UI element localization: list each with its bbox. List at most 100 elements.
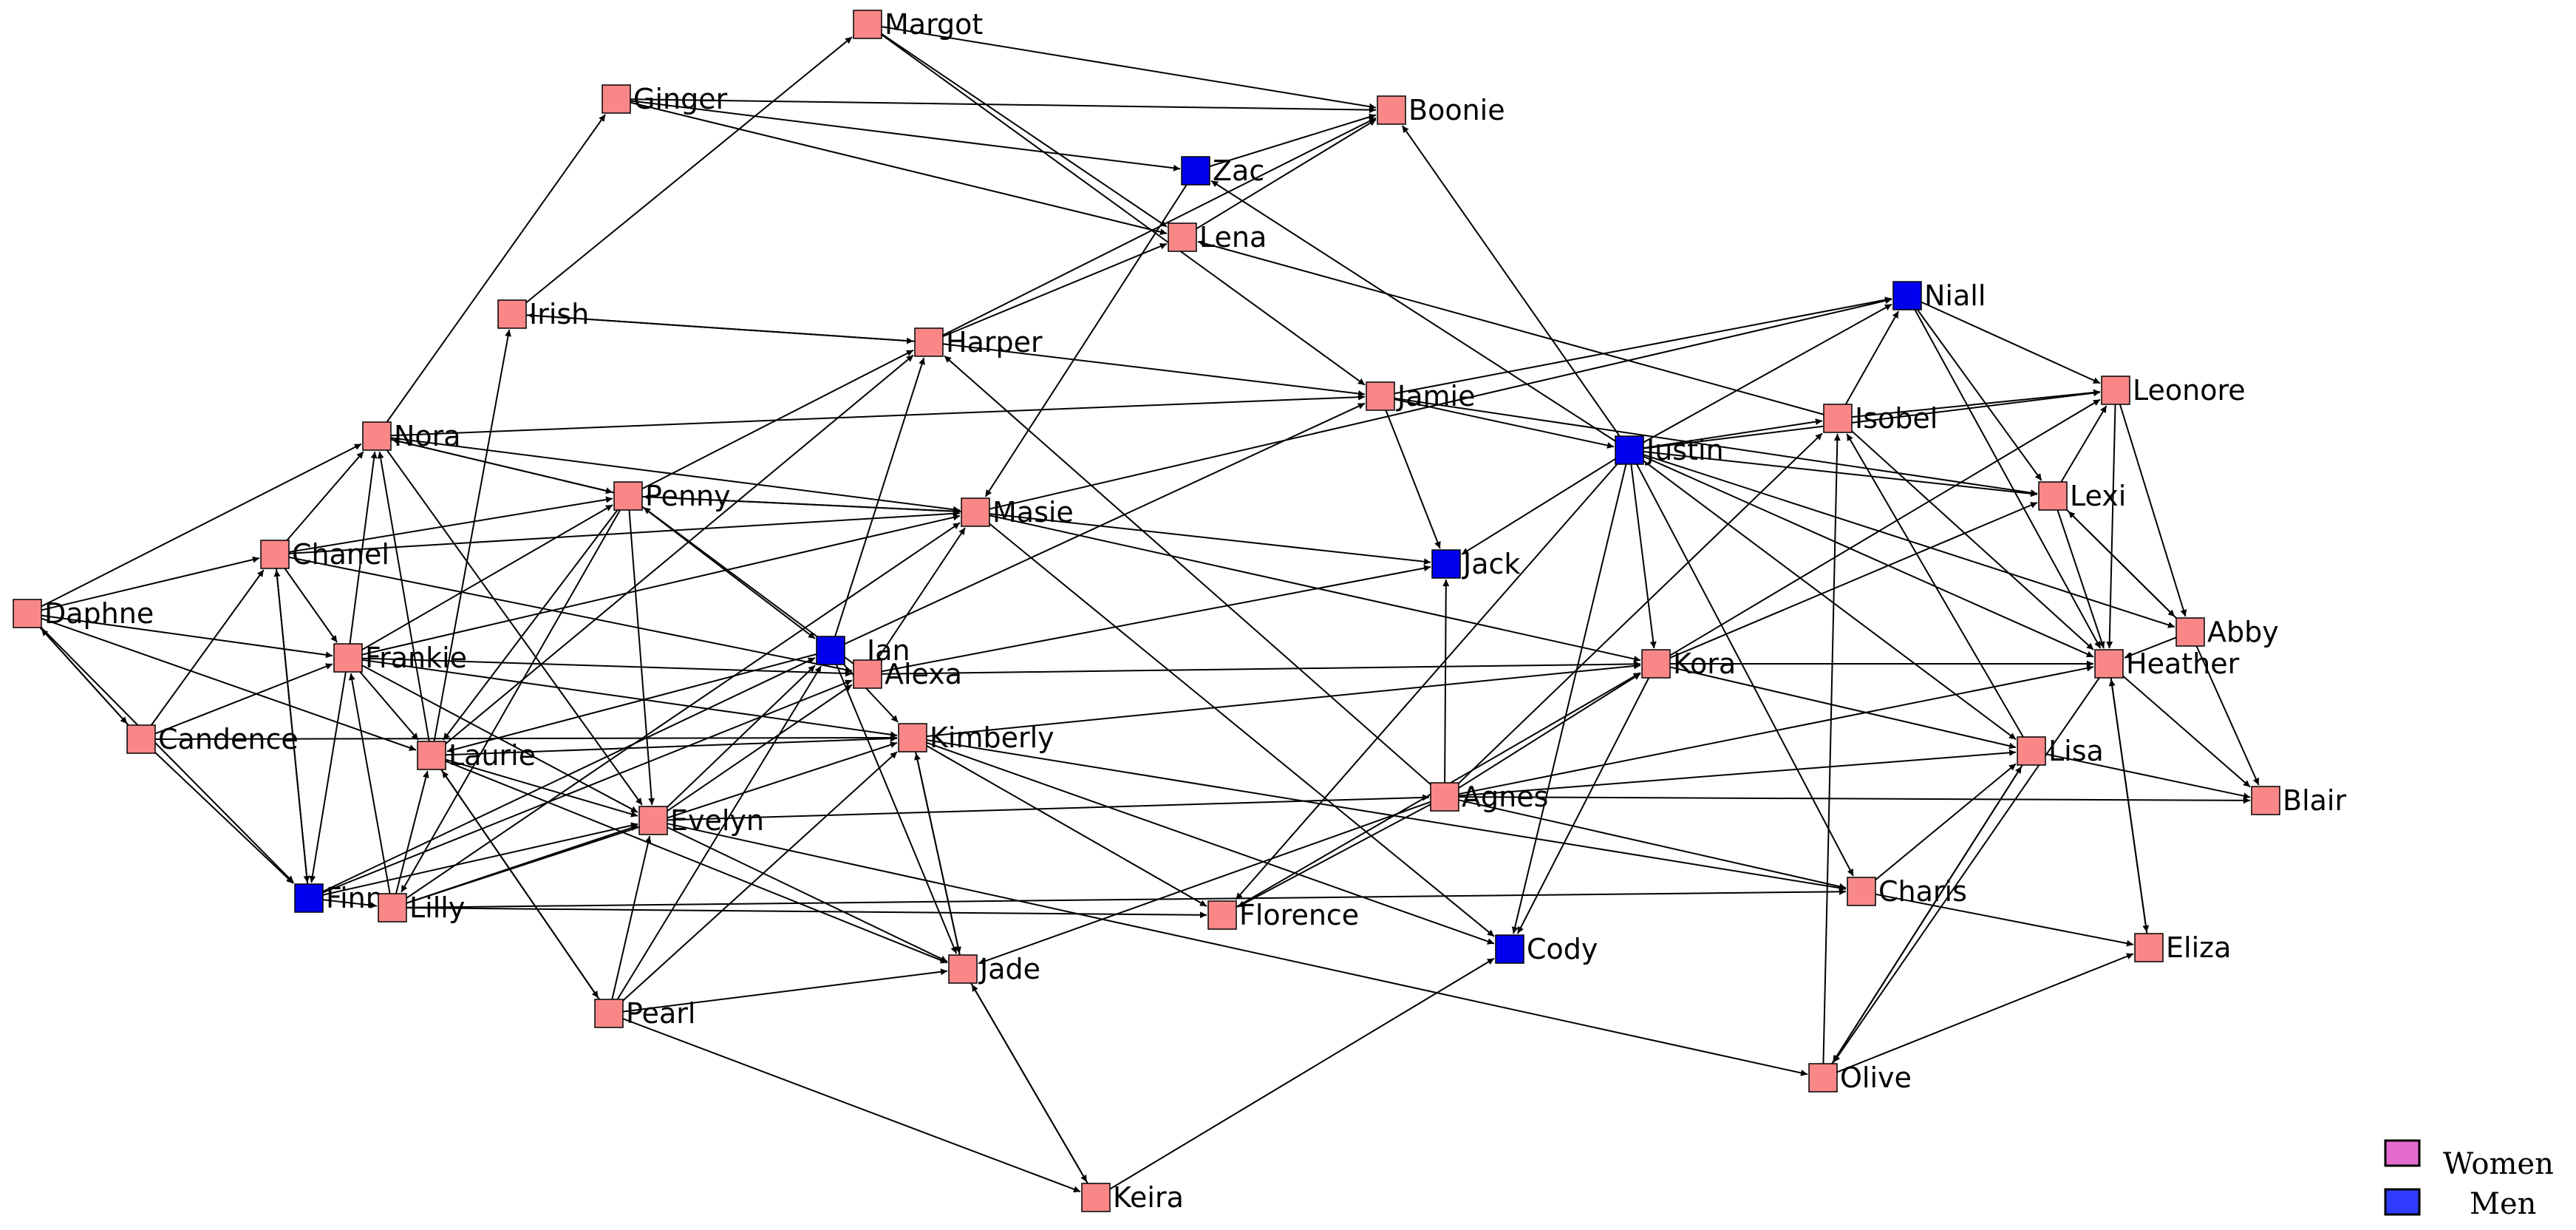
edge-ginger-to-lena	[630, 101, 1168, 236]
node-irish[interactable]: Irish	[497, 298, 589, 330]
node-square-isobel[interactable]	[1823, 404, 1853, 433]
node-boonie[interactable]: Boonie	[1377, 94, 1505, 126]
node-square-irish[interactable]	[497, 299, 527, 329]
edge-frankie-to-evelyn	[361, 665, 638, 813]
node-keira[interactable]: Keira	[1081, 1181, 1184, 1214]
node-square-blair[interactable]	[2251, 786, 2280, 815]
node-square-kora[interactable]	[1641, 649, 1671, 679]
node-square-masie[interactable]	[961, 497, 990, 527]
node-alexa[interactable]: Alexa	[853, 658, 962, 690]
node-square-kimberly[interactable]	[898, 723, 927, 752]
node-square-jack[interactable]	[1431, 549, 1461, 579]
node-square-evelyn[interactable]	[638, 806, 668, 835]
node-square-daphne[interactable]	[13, 599, 42, 628]
node-olive[interactable]: Olive	[1808, 1061, 1912, 1094]
node-isobel[interactable]: Isobel	[1823, 402, 1938, 435]
node-finn[interactable]: Finn	[294, 882, 384, 914]
node-square-alexa[interactable]	[853, 659, 882, 689]
edge-justin-to-jack	[1461, 458, 1616, 555]
node-penny[interactable]: Penny	[613, 480, 731, 512]
node-square-lena[interactable]	[1168, 222, 1197, 252]
node-cody[interactable]: Cody	[1495, 933, 1598, 965]
node-square-heather[interactable]	[2094, 649, 2124, 679]
node-square-agnes[interactable]	[1430, 782, 1459, 812]
node-square-olive[interactable]	[1808, 1063, 1838, 1093]
node-square-margot[interactable]	[853, 10, 882, 39]
node-pearl[interactable]: Pearl	[594, 997, 695, 1030]
node-nora[interactable]: Nora	[362, 420, 461, 452]
edge-abby-to-lexi	[2068, 511, 2177, 619]
node-label-lena: Lena	[1199, 221, 1267, 254]
node-jack[interactable]: Jack	[1431, 548, 1520, 580]
node-justin[interactable]: Justin	[1615, 434, 1724, 466]
node-candence[interactable]: Candence	[126, 723, 299, 755]
node-square-leonore[interactable]	[2101, 376, 2130, 405]
node-harper[interactable]: Harper	[914, 326, 1043, 359]
node-square-frankie[interactable]	[333, 643, 363, 673]
node-square-jade[interactable]	[948, 954, 978, 984]
node-square-lilly[interactable]	[378, 893, 407, 922]
node-kora[interactable]: Kora	[1641, 648, 1736, 680]
edge-nora-to-evelyn	[386, 449, 643, 806]
node-square-jamie[interactable]	[1366, 381, 1395, 411]
node-daphne[interactable]: Daphne	[13, 597, 154, 630]
node-square-laurie[interactable]	[417, 741, 446, 770]
node-agnes[interactable]: Agnes	[1430, 781, 1548, 813]
node-square-florence[interactable]	[1207, 900, 1237, 930]
node-eliza[interactable]: Eliza	[2134, 931, 2231, 964]
node-zac[interactable]: Zac	[1181, 154, 1264, 187]
node-frankie[interactable]: Frankie	[333, 642, 467, 674]
node-square-keira[interactable]	[1081, 1183, 1111, 1212]
node-square-niall[interactable]	[1892, 281, 1922, 310]
node-florence[interactable]: Florence	[1207, 899, 1359, 931]
edge-laurie-to-irish	[433, 329, 511, 742]
node-square-lisa[interactable]	[2017, 736, 2046, 766]
edge-daphne-to-laurie	[41, 617, 417, 751]
node-jade[interactable]: Jade	[948, 953, 1040, 985]
node-laurie[interactable]: Laurie	[417, 739, 536, 772]
node-chanel[interactable]: Chanel	[260, 538, 389, 571]
node-ginger[interactable]: Ginger	[602, 83, 728, 115]
node-charis[interactable]: Charis	[1847, 875, 1967, 908]
node-square-nora[interactable]	[362, 421, 392, 451]
node-kimberly[interactable]: Kimberly	[898, 721, 1054, 754]
node-square-pearl[interactable]	[594, 999, 624, 1028]
node-leonore[interactable]: Leonore	[2101, 374, 2246, 407]
node-label-justin: Justin	[1645, 434, 1724, 466]
edge-finn-to-alexa	[322, 679, 853, 894]
node-margot[interactable]: Margot	[853, 8, 983, 41]
edge-agnes-to-charis	[1458, 799, 1847, 890]
node-niall[interactable]: Niall	[1892, 279, 1986, 312]
node-square-finn[interactable]	[294, 883, 324, 913]
node-square-zac[interactable]	[1181, 156, 1210, 186]
node-square-chanel[interactable]	[260, 540, 290, 569]
node-square-lexi[interactable]	[2038, 481, 2068, 511]
node-blair[interactable]: Blair	[2251, 784, 2346, 817]
node-lilly[interactable]: Lilly	[378, 891, 465, 924]
node-square-boonie[interactable]	[1377, 95, 1406, 125]
node-masie[interactable]: Masie	[961, 496, 1074, 529]
node-square-penny[interactable]	[613, 481, 643, 511]
node-square-candence[interactable]	[126, 724, 156, 754]
node-ian[interactable]: Ian	[816, 634, 910, 667]
node-square-charis[interactable]	[1847, 877, 1876, 906]
node-square-eliza[interactable]	[2134, 933, 2164, 962]
edge-ian-to-laurie	[446, 653, 817, 753]
node-abby[interactable]: Abby	[2175, 616, 2279, 648]
edge-justin-to-abby	[1643, 454, 2175, 628]
edge-justin-to-leonore	[1643, 390, 2101, 449]
node-square-ian[interactable]	[816, 636, 845, 665]
node-lexi[interactable]: Lexi	[2038, 480, 2126, 512]
node-square-justin[interactable]	[1615, 435, 1644, 465]
node-square-harper[interactable]	[914, 327, 944, 357]
edge-nora-to-penny	[390, 438, 613, 495]
edge-frankie-to-masie	[361, 514, 961, 656]
node-lena[interactable]: Lena	[1168, 221, 1267, 254]
node-square-ginger[interactable]	[602, 84, 631, 114]
node-jamie[interactable]: Jamie	[1366, 380, 1475, 412]
node-heather[interactable]: Heather	[2094, 648, 2240, 680]
node-square-cody[interactable]	[1495, 934, 1524, 964]
node-evelyn[interactable]: Evelyn	[638, 804, 764, 837]
node-lisa[interactable]: Lisa	[2017, 735, 2104, 767]
node-square-abby[interactable]	[2175, 617, 2205, 647]
